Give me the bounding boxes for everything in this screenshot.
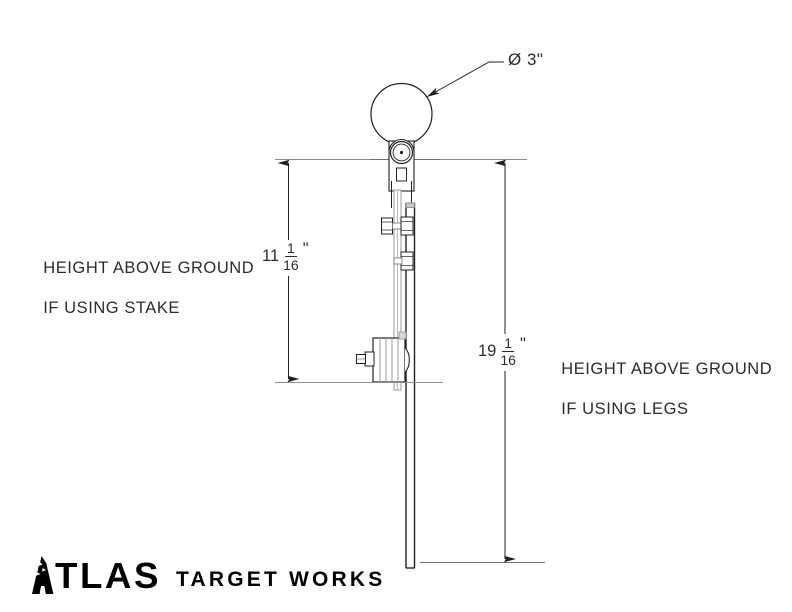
logo-brand-text: TLAS [54, 555, 162, 596]
atlas-a-mark [32, 556, 54, 594]
round-target-plate [370, 82, 433, 146]
dimension-legs-height [420, 159, 545, 563]
lower-bolt-assembly [393, 251, 414, 271]
dimension-stake-whole: 11 [262, 247, 280, 266]
annotation-stake-line1: HEIGHT ABOVE GROUND [43, 259, 255, 277]
atlas-target-works-logo: TLAS TARGET WORKS [30, 556, 386, 594]
hanger-bracket-assembly [388, 138, 415, 208]
logo-tagline-text: TARGET WORKS [176, 568, 386, 591]
ball-diameter-callout-text: Ø 3" [508, 50, 544, 69]
clamp-knob-assembly [356, 331, 410, 383]
dimension-value-stake-height: 11 1 16 " [262, 241, 309, 272]
dimension-stake-unit: " [302, 240, 309, 258]
diameter-leader-line [426, 61, 504, 97]
dimension-legs-numerator: 1 [502, 335, 515, 352]
dimension-stake-height [275, 159, 443, 383]
annotation-legs-line2: IF USING LEGS [561, 400, 689, 418]
annotation-legs-line1: HEIGHT ABOVE GROUND [561, 360, 773, 378]
dimension-stake-fraction: 1 16 [281, 241, 301, 272]
dimension-legs-whole: 19 [478, 342, 497, 361]
annotation-stake-line2: IF USING STAKE [43, 299, 180, 317]
dimension-value-legs-height: 19 1 16 " [478, 336, 526, 367]
dimension-legs-unit: " [519, 335, 526, 353]
dimension-stake-numerator: 1 [285, 240, 297, 257]
annotation-stake-height: HEIGHT ABOVE GROUND IF USING STAKE [33, 238, 254, 318]
upper-bolt-assembly [381, 216, 414, 236]
annotation-legs-height: HEIGHT ABOVE GROUND IF USING LEGS [551, 339, 772, 419]
dimension-legs-fraction: 1 16 [498, 336, 518, 367]
dimension-stake-denominator: 16 [283, 257, 299, 273]
dimension-legs-denominator: 16 [500, 352, 516, 368]
